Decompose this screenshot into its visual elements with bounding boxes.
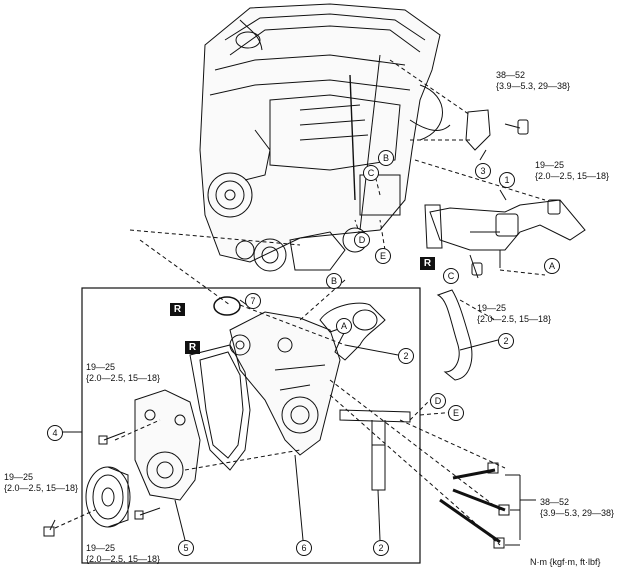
gasket-pump (189, 344, 251, 471)
torque-value: 38—52 (496, 70, 526, 80)
letter-e: E (375, 248, 391, 264)
water-pipe-lower (339, 409, 411, 423)
gasket-1 (424, 204, 443, 249)
letter-b: B (326, 273, 342, 289)
torque-value-alt: {3.9—5.3, 29—38} (496, 81, 571, 91)
letter-c: C (443, 268, 459, 284)
torque-value-alt: {2.0—2.5, 15—18} (4, 483, 79, 493)
callout-7: 7 (245, 293, 261, 309)
letter-d: D (430, 393, 446, 409)
replace-mark: R (170, 303, 185, 316)
torque-value-alt: {2.0—2.5, 15—18} (86, 373, 161, 383)
letter-b: B (378, 150, 394, 166)
torque-spec-pump-bolt: 19—25 {2.0—2.5, 15—18} (86, 362, 160, 384)
units-note: N·m {kgf·m, ft·lbf} (530, 557, 601, 567)
torque-value-alt: {2.0—2.5, 15—18} (477, 314, 552, 324)
o-ring-7 (213, 296, 241, 316)
torque-spec-top-right: 38—52 {3.9—5.3, 29—38} (496, 70, 570, 92)
torque-value: 19—25 (86, 362, 116, 372)
replace-mark: R (185, 341, 200, 354)
bolts (43, 431, 510, 549)
replace-mark: R (420, 257, 435, 270)
torque-value: 19—25 (4, 472, 34, 482)
torque-value-alt: {3.9—5.3, 29—38} (540, 508, 615, 518)
callout-6: 6 (296, 540, 312, 556)
torque-spec-pulley: 19—25 {2.0—2.5, 15—18} (4, 472, 78, 494)
callout-5: 5 (178, 540, 194, 556)
torque-value: 19—25 (86, 543, 116, 553)
bolt (517, 119, 529, 135)
torque-value: 38—52 (540, 497, 570, 507)
torque-value-alt: {2.0—2.5, 15—18} (86, 554, 161, 564)
torque-spec-outlet-lower: 19—25 {2.0—2.5, 15—18} (477, 303, 551, 325)
water-pump-5 (134, 389, 201, 501)
callout-1: 1 (499, 172, 515, 188)
torque-value: 19—25 (477, 303, 507, 313)
engine-block (199, 3, 451, 272)
callout-4: 4 (47, 425, 63, 441)
callout-leaders (62, 149, 536, 546)
torque-value: 19—25 (535, 160, 565, 170)
torque-value-alt: {2.0—2.5, 15—18} (535, 171, 610, 181)
torque-spec-long-bolts: 38—52 {3.9—5.3, 29—38} (540, 497, 614, 519)
letter-a: A (544, 258, 560, 274)
bracket-3 (465, 109, 491, 151)
callout-2: 2 (373, 540, 389, 556)
water-outlet-pipe (429, 199, 586, 251)
letter-a: A (336, 318, 352, 334)
callout-2: 2 (498, 333, 514, 349)
callout-3: 3 (475, 163, 491, 179)
dashed-leaders (54, 59, 546, 546)
letter-d: D (354, 232, 370, 248)
torque-spec-outlet: 19—25 {2.0—2.5, 15—18} (535, 160, 609, 182)
water-pump-housing-6 (229, 311, 341, 456)
torque-spec-pump-lower: 19—25 {2.0—2.5, 15—18} (86, 543, 160, 565)
detail-frame (81, 287, 421, 564)
hose-upper (436, 289, 473, 381)
callout-2: 2 (398, 348, 414, 364)
letter-c: C (363, 165, 379, 181)
letter-e: E (448, 405, 464, 421)
